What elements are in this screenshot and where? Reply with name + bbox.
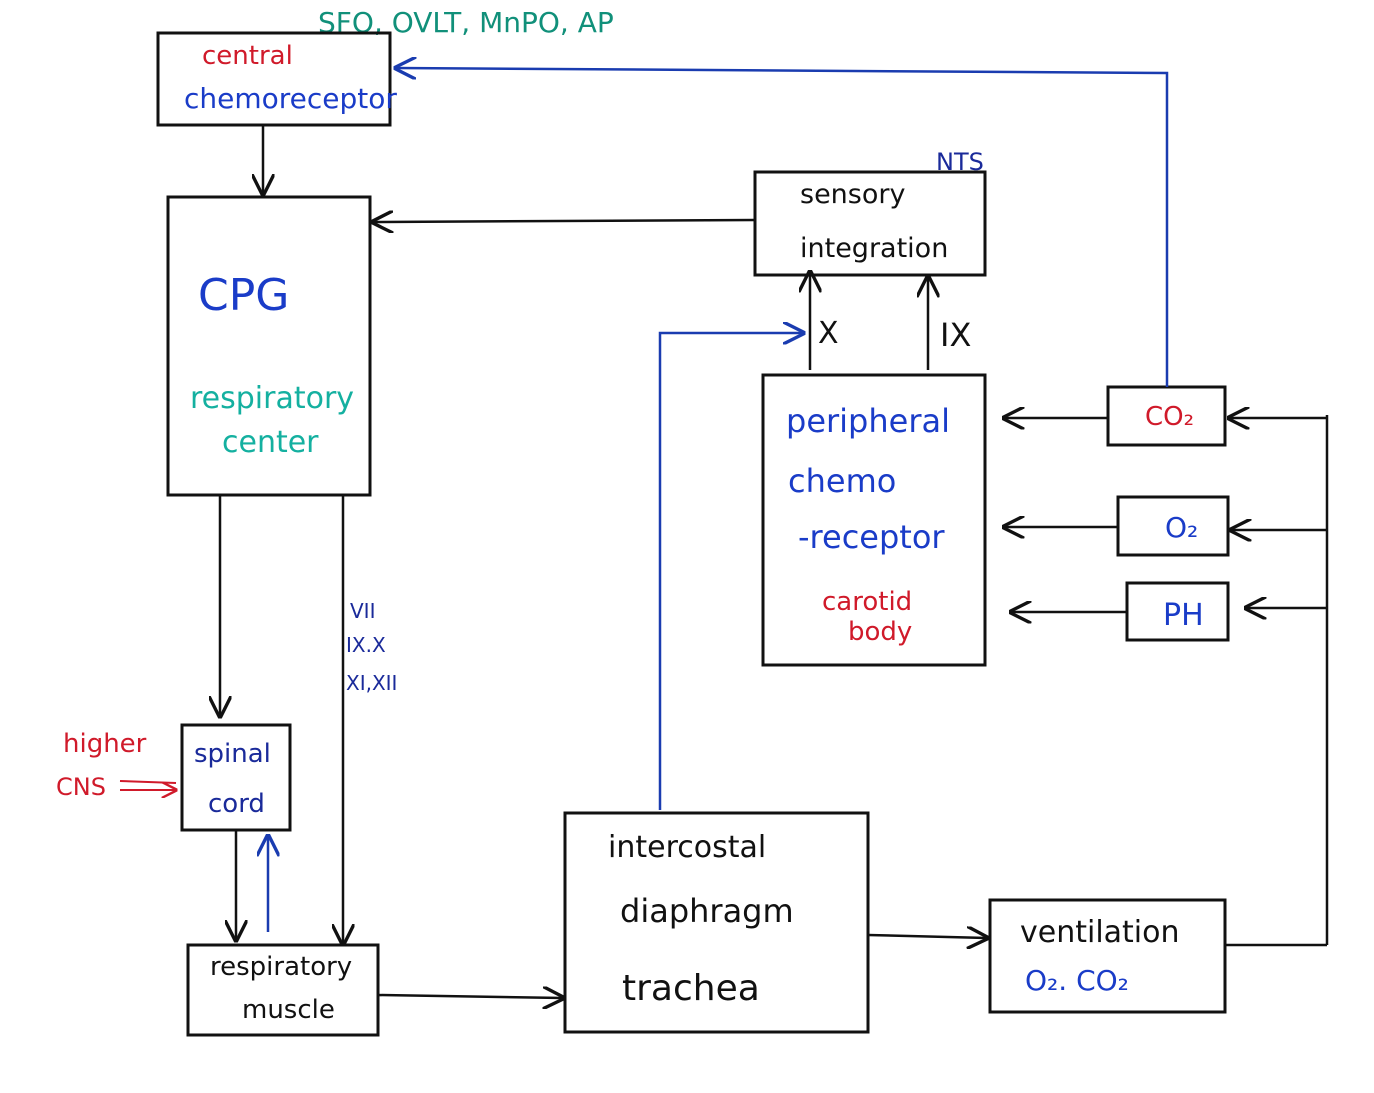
o2-box: O₂ bbox=[1116, 495, 1230, 557]
respiratory-center-label-1: respiratory bbox=[190, 381, 354, 416]
respiratory-muscle-label-1: respiratory bbox=[210, 952, 352, 982]
cranial-nerves-label-3: XI,XII bbox=[346, 671, 397, 695]
arrow-co2-to-central bbox=[396, 68, 1169, 387]
ventilation-box: ventilation O₂. CO₂ bbox=[988, 898, 1227, 1014]
arrow-airway-to-vagus bbox=[658, 333, 803, 810]
higher-cns-double-arrow bbox=[119, 780, 176, 790]
co2-box: CO₂ bbox=[1106, 385, 1227, 447]
carotid-label: carotid bbox=[822, 587, 912, 617]
cns-label: CNS bbox=[56, 773, 106, 801]
ventilation-gases-label: O₂. CO₂ bbox=[1025, 964, 1129, 997]
co2-label: CO₂ bbox=[1145, 402, 1194, 432]
cpg-box: CPG respiratory center bbox=[166, 195, 372, 497]
sensory-label: sensory bbox=[800, 179, 905, 210]
ph-box: PH bbox=[1125, 581, 1230, 642]
respiratory-center-label-2: center bbox=[222, 425, 319, 460]
nerve-x-label: X bbox=[818, 316, 839, 351]
higher-label: higher bbox=[63, 729, 147, 759]
cord-label: cord bbox=[208, 789, 265, 819]
cpg-label: CPG bbox=[198, 270, 289, 321]
body-label: body bbox=[848, 617, 912, 647]
airway-box: intercostal diaphragm trachea bbox=[563, 811, 870, 1034]
integration-label: integration bbox=[800, 233, 948, 264]
diaphragm-label: diaphragm bbox=[620, 892, 794, 930]
respiratory-muscle-label-2: muscle bbox=[242, 995, 335, 1025]
arrow-airway-to-ventilation bbox=[867, 935, 987, 938]
sensory-integration-box: sensory integration bbox=[753, 170, 987, 277]
cranial-nerves-label-2: IX.X bbox=[346, 633, 386, 657]
spinal-cord-box: spinal cord bbox=[180, 723, 292, 832]
o2-label: O₂ bbox=[1165, 511, 1198, 544]
arrow-sensory-to-cpg bbox=[373, 220, 756, 222]
central-label: central bbox=[202, 41, 293, 71]
spinal-label: spinal bbox=[194, 739, 271, 769]
chemo-label: chemo bbox=[788, 462, 896, 500]
respiratory-muscle-box: respiratory muscle bbox=[186, 943, 380, 1037]
receptor-label: -receptor bbox=[798, 518, 945, 556]
ph-label: PH bbox=[1163, 598, 1204, 633]
arrow-muscle-to-airway bbox=[377, 995, 563, 998]
peripheral-label: peripheral bbox=[786, 402, 950, 440]
cranial-nerves-label-1: VII bbox=[350, 599, 375, 623]
peripheral-chemoreceptor-box: peripheral chemo -receptor carotid body bbox=[761, 373, 987, 667]
ventilation-label: ventilation bbox=[1020, 915, 1180, 950]
nerve-ix-label: IX bbox=[940, 316, 971, 354]
trachea-label: trachea bbox=[622, 968, 760, 1009]
intercostal-label: intercostal bbox=[608, 830, 766, 865]
central-chemoreceptor-box: central chemoreceptor bbox=[156, 31, 397, 127]
chemoreceptor-label: chemoreceptor bbox=[184, 82, 397, 115]
